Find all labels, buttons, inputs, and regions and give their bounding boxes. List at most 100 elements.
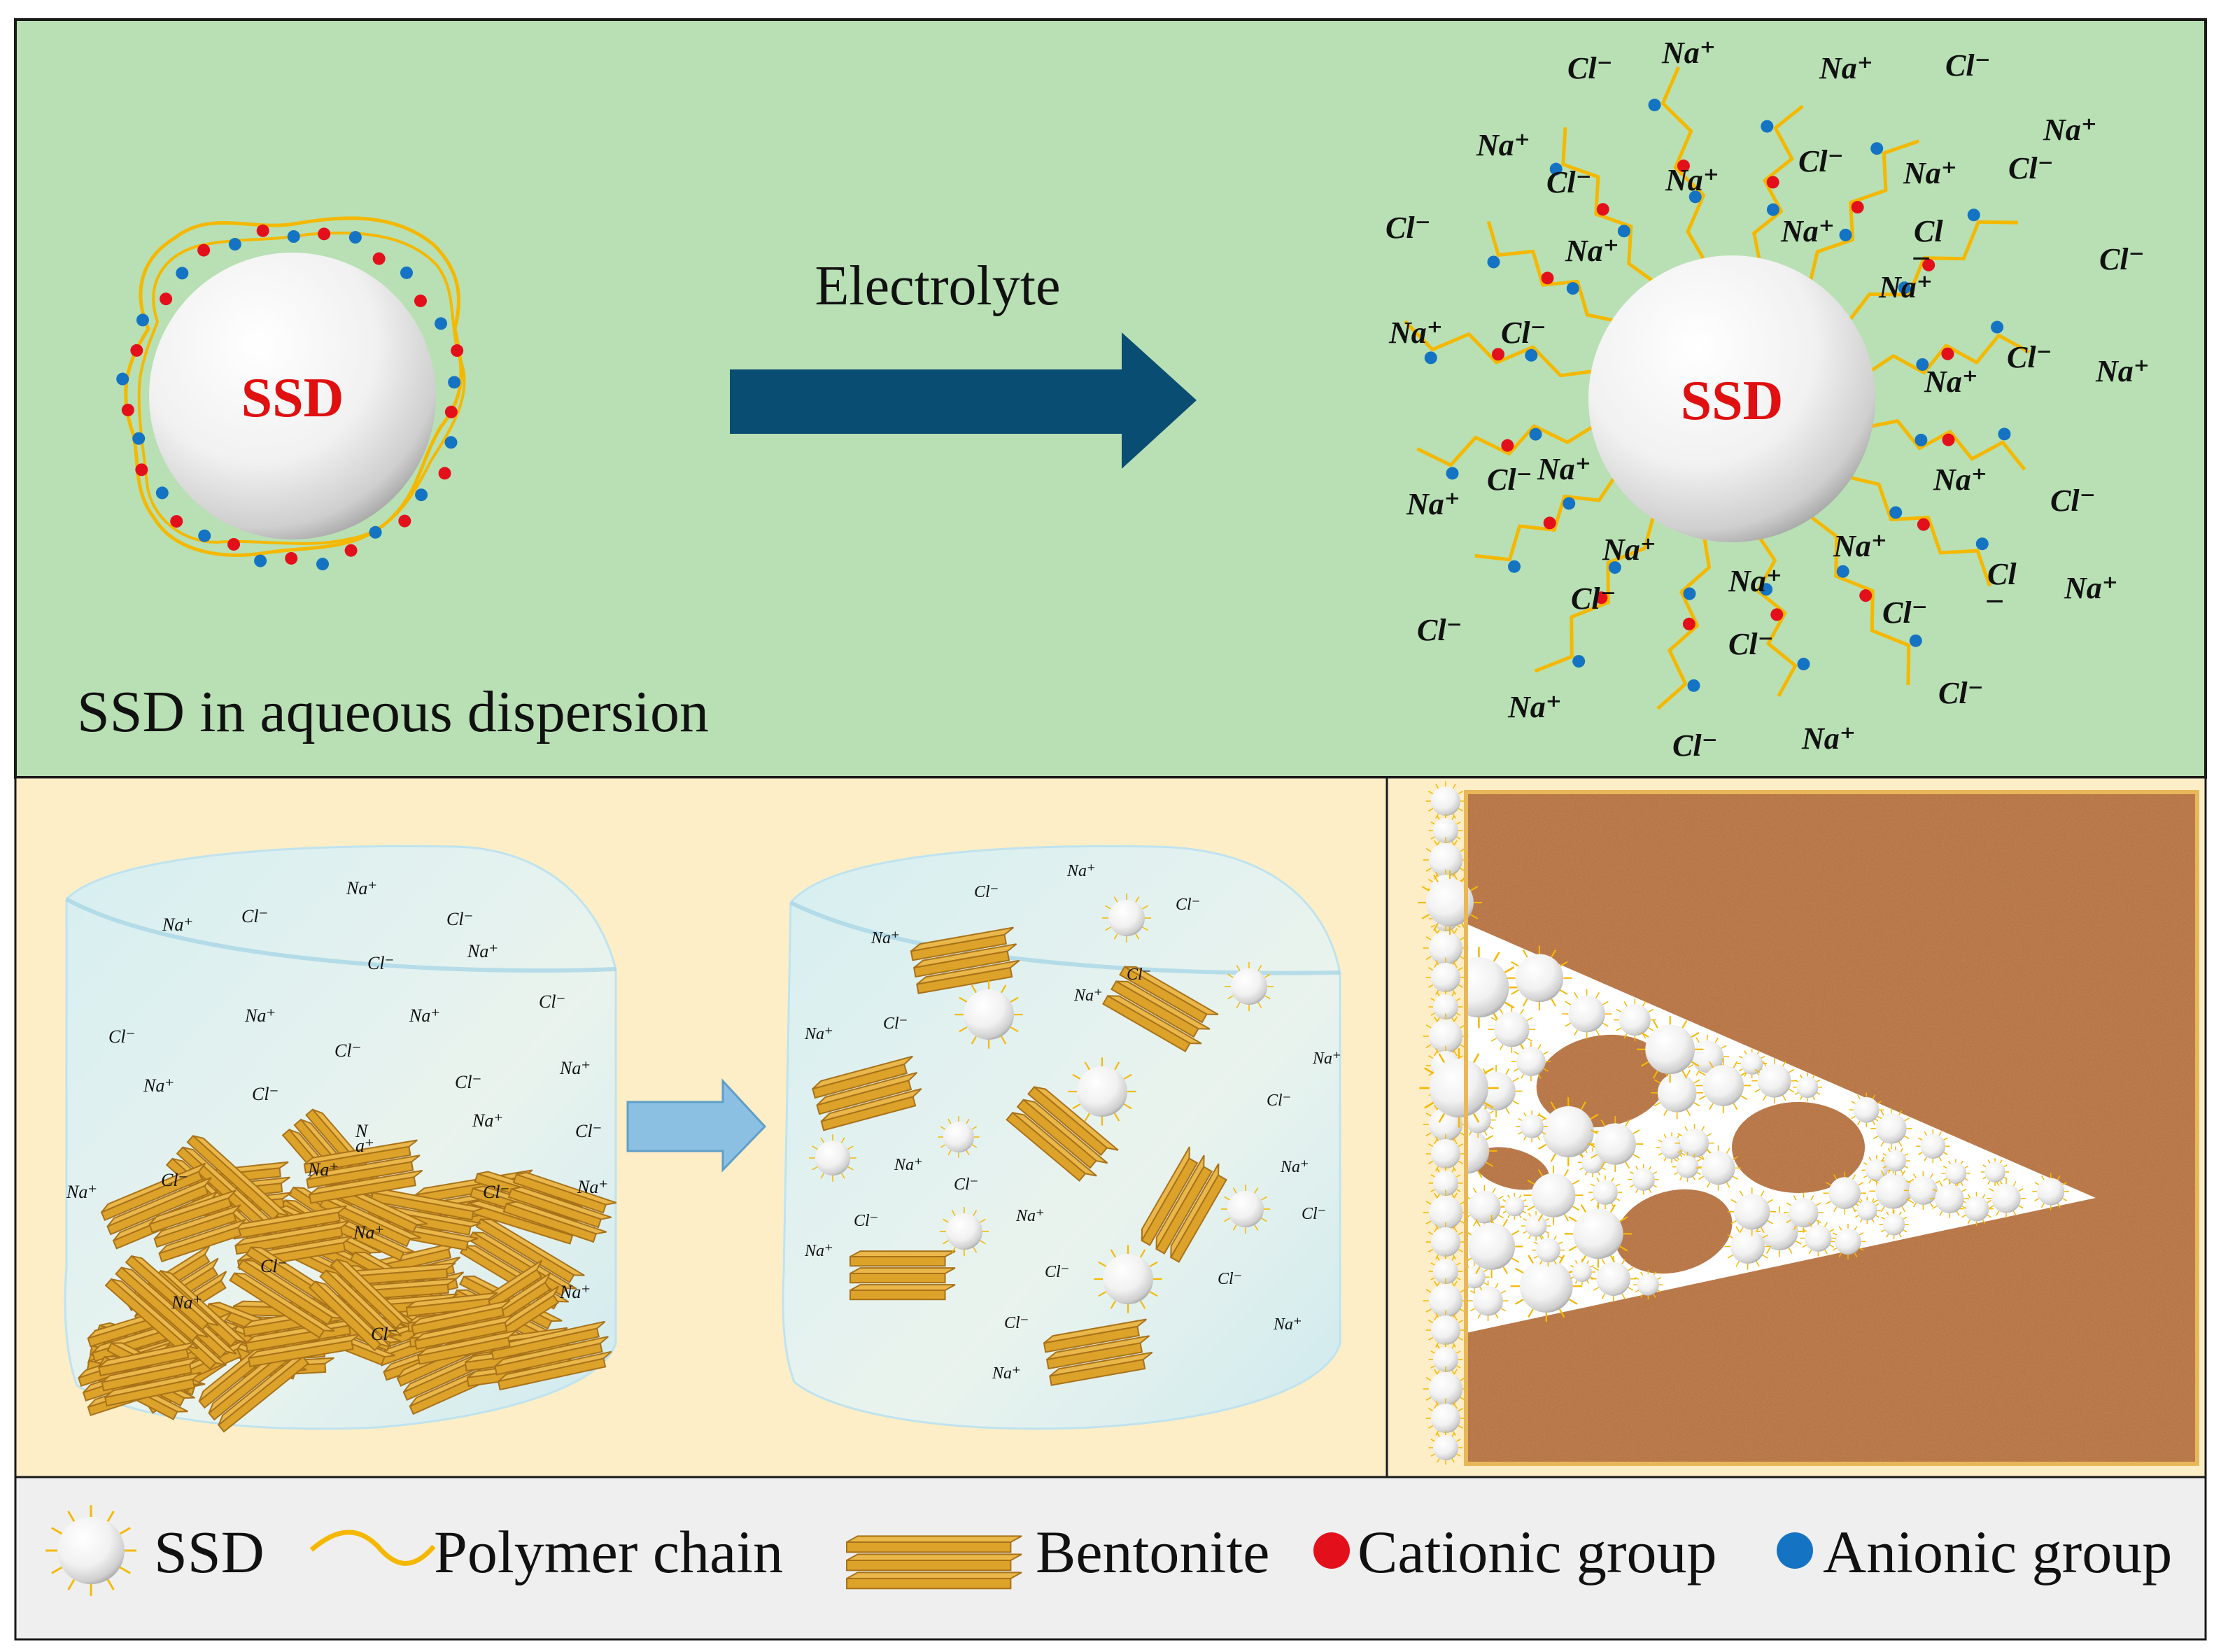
cationic-group-dot (1941, 347, 1954, 360)
anionic-group-dot (1916, 358, 1929, 371)
chloride-ion-label: Cl⁻ (2008, 151, 2054, 185)
ssd-particle (1672, 1152, 1703, 1182)
rock-fragment-texture (1474, 1147, 1549, 1190)
polymer-chain (1561, 127, 1656, 284)
ssd-particle (1870, 1108, 1912, 1150)
sodium-ion-label: Na⁺ (559, 1282, 591, 1302)
cationic-group-dot (1491, 348, 1504, 361)
ion-label-part: – (1987, 581, 2003, 616)
chloride-ion-label: Cl⁻ (1672, 728, 1718, 763)
ssd-particle (1929, 1179, 1969, 1219)
chloride-ion-label: Cl⁻ (1546, 165, 1592, 199)
ssd-particle (1823, 1171, 1866, 1215)
sodium-ion-label: Na⁺ (244, 1005, 276, 1026)
beaker-ions: Na⁺Cl⁻Na⁺Cl⁻Na⁺Cl⁻Na⁺Na⁺Cl⁻Cl⁻Cl⁻Na⁺Cl⁻C… (66, 878, 608, 1344)
ssd-particle (1695, 1145, 1741, 1191)
anionic-group-dot (1998, 428, 2011, 441)
bentonite-stack (1102, 966, 1219, 1052)
ssd-particle (1220, 1184, 1271, 1234)
chloride-ion-label: Cl⁻ (455, 1072, 481, 1092)
sodium-ion-label: Na⁺ (1801, 721, 1856, 756)
anionic-group-dot (132, 432, 146, 445)
bentonite-stack (148, 1189, 246, 1263)
chloride-ion-label: Cl⁻ (483, 1182, 509, 1202)
chloride-ion-label: Cl⁻ (1571, 581, 1616, 616)
anionic-group-dot (116, 372, 129, 386)
sodium-ion-label: Na⁺ (1507, 690, 1562, 724)
ssd-sphere-icon (45, 1505, 136, 1596)
polymer-chain (1474, 475, 1617, 562)
polymer-chain (1756, 535, 1798, 698)
sodium-ion-label: Na⁺ (1728, 564, 1782, 598)
polymer-chain (1486, 220, 1616, 323)
chloride-ion-label: Cl⁻ (161, 1170, 188, 1190)
bentonite-stack (411, 1299, 517, 1365)
cationic-group-dot (160, 292, 173, 306)
cationic-group-dot (1859, 589, 1873, 602)
chloride-ion-label: Cl⁻ (1176, 896, 1200, 914)
anionic-group-dot (316, 558, 330, 571)
polymer-chain (1656, 535, 1711, 710)
cationic-group-dot (318, 227, 331, 241)
polymer-chain (1661, 66, 1707, 262)
ssd-particle (1507, 945, 1572, 1011)
cationic-group-dot (135, 463, 148, 476)
sodium-ion-label: Na⁺ (577, 1177, 608, 1197)
ssd-particle (1224, 961, 1274, 1012)
ssd-particle (1588, 1176, 1623, 1210)
anionic-group-dot (1608, 561, 1621, 574)
sodium-ion-label: Na⁺ (1312, 1050, 1341, 1068)
ssd-particle (1568, 1258, 1595, 1285)
anionic-group-dot (1836, 565, 1849, 578)
bentonite-stack (308, 1258, 413, 1352)
chloride-ion-label: Cl⁻ (1045, 1263, 1069, 1281)
anionic-group-dot (1424, 351, 1437, 365)
sodium-ion-label: Na⁺ (1780, 214, 1835, 248)
bentonite-stack (846, 1535, 1022, 1590)
ssd-particle (1428, 1430, 1463, 1465)
cationic-group-dot (1501, 439, 1514, 452)
electrolyte-arrow (730, 332, 1197, 469)
chloride-ion-label: Cl⁻ (539, 991, 565, 1012)
bentonite-stack (303, 1139, 423, 1204)
polymer-chain-icon (309, 1530, 436, 1566)
sodium-ion-label: Na⁺ (1878, 270, 1933, 304)
expanded-ssd-particle: SSD (1403, 66, 2031, 710)
chloride-ion-label: Cl⁻ (1567, 51, 1613, 85)
ssd-particle (1587, 1116, 1644, 1173)
ssd-particle (1101, 893, 1152, 943)
anionic-group-dot (1967, 209, 1980, 222)
coated-ssd-particle: SSD (116, 216, 466, 571)
cationic-group-dot (170, 515, 183, 528)
anionic-group-dot (1766, 203, 1779, 216)
ssd-particle (1651, 1066, 1704, 1120)
bentonite-stack (98, 1341, 202, 1407)
anionic-group-dot (1487, 255, 1500, 269)
sodium-ion-label: Na⁺ (1933, 463, 1987, 497)
ssd-particle (1591, 1256, 1637, 1302)
chloride-ion-label: Cl⁻ (2099, 242, 2145, 276)
edge-ssd-particles (1418, 781, 1499, 1465)
anionic-group-dot (448, 376, 461, 389)
cationic-group-dot (1917, 518, 1930, 531)
chloride-ion-label: Cl⁻ (1938, 676, 1984, 710)
chloride-ion-label: Cl⁻ (1302, 1205, 1326, 1223)
chloride-ion-label: Cl⁻ (241, 906, 268, 926)
rock-fragment-texture (1615, 1189, 1733, 1274)
cationic-group-dot (1543, 516, 1556, 530)
chloride-ion-label: Cl⁻ (108, 1026, 135, 1047)
chloride-ion-label: Cl– (1987, 557, 2017, 616)
anionic-group-dot (228, 238, 241, 251)
cationic-group-dot (285, 551, 298, 565)
chloride-ion-label: Cl⁻ (854, 1212, 878, 1230)
ssd-particle-label: SSD (241, 367, 344, 429)
polymer-chain (1808, 139, 1920, 283)
polymer-chain (1752, 104, 1804, 262)
ion-label-part: Cl (1914, 214, 1943, 248)
ssd-particle (1916, 1129, 1950, 1164)
anionic-group-dot (435, 317, 448, 330)
legend-item-polymer-chain: Polymer chain (309, 1518, 783, 1586)
arrow-label: Electrolyte (815, 255, 1061, 317)
sodium-ion-label: Na⁺ (2064, 571, 2118, 605)
